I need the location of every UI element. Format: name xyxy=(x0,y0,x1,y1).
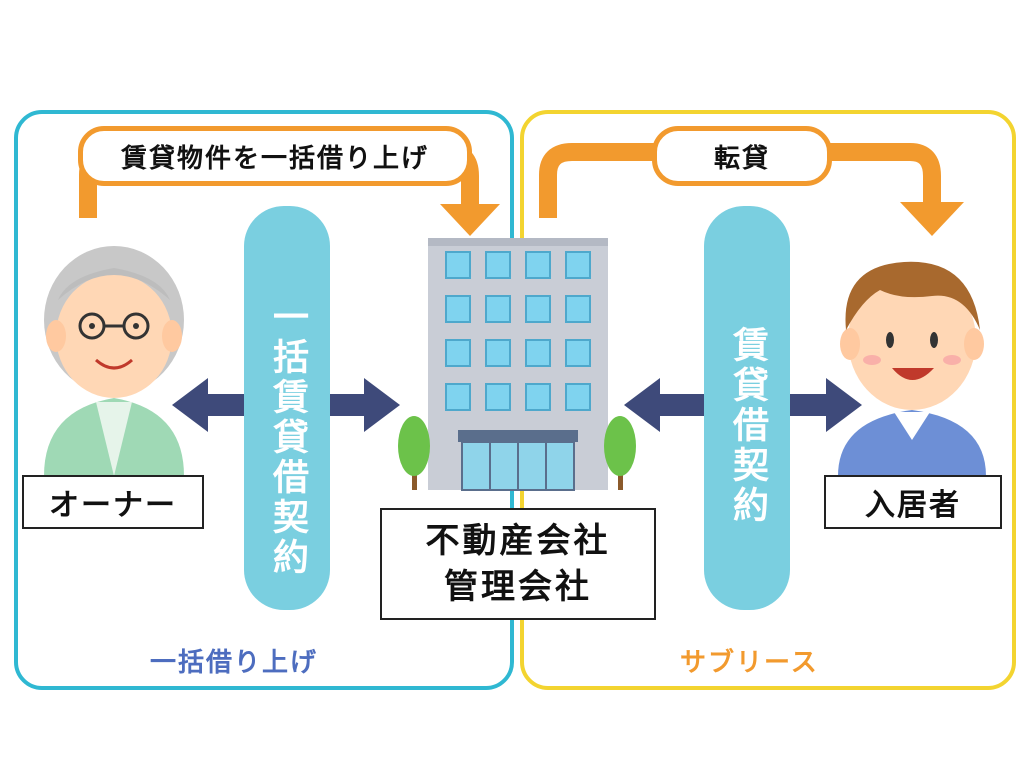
bulk-lease-arrow-label: 賃貸物件を一括借り上げ xyxy=(78,126,472,186)
sublease-caption: サブリース xyxy=(680,648,819,678)
tree-left xyxy=(398,416,430,490)
owner-label: オーナー xyxy=(22,475,204,529)
company-label-box: 不動産会社 管理会社 xyxy=(380,508,656,620)
sublet-arrow-label: 転貸 xyxy=(652,126,832,186)
lease-contract-bar: 賃貸借契約 xyxy=(704,206,790,610)
bulk-lease-caption: 一括借り上げ xyxy=(150,648,319,678)
management-company-label: 管理会社 xyxy=(444,567,592,607)
building-illustration xyxy=(398,238,636,491)
tree-right xyxy=(604,416,636,490)
tenant-label: 入居者 xyxy=(824,475,1002,529)
right-contract-double-arrow xyxy=(624,378,862,432)
bulk-lease-contract-bar: 一括賃貸借契約 xyxy=(244,206,330,610)
owner-illustration xyxy=(44,246,184,476)
left-contract-double-arrow xyxy=(172,378,400,432)
real-estate-company-label: 不動産会社 xyxy=(425,521,611,561)
bulk-lease-contract-label: 一括賃貸借契約 xyxy=(267,298,308,578)
lease-contract-label: 賃貸借契約 xyxy=(727,326,768,526)
tenant-illustration xyxy=(838,261,986,476)
